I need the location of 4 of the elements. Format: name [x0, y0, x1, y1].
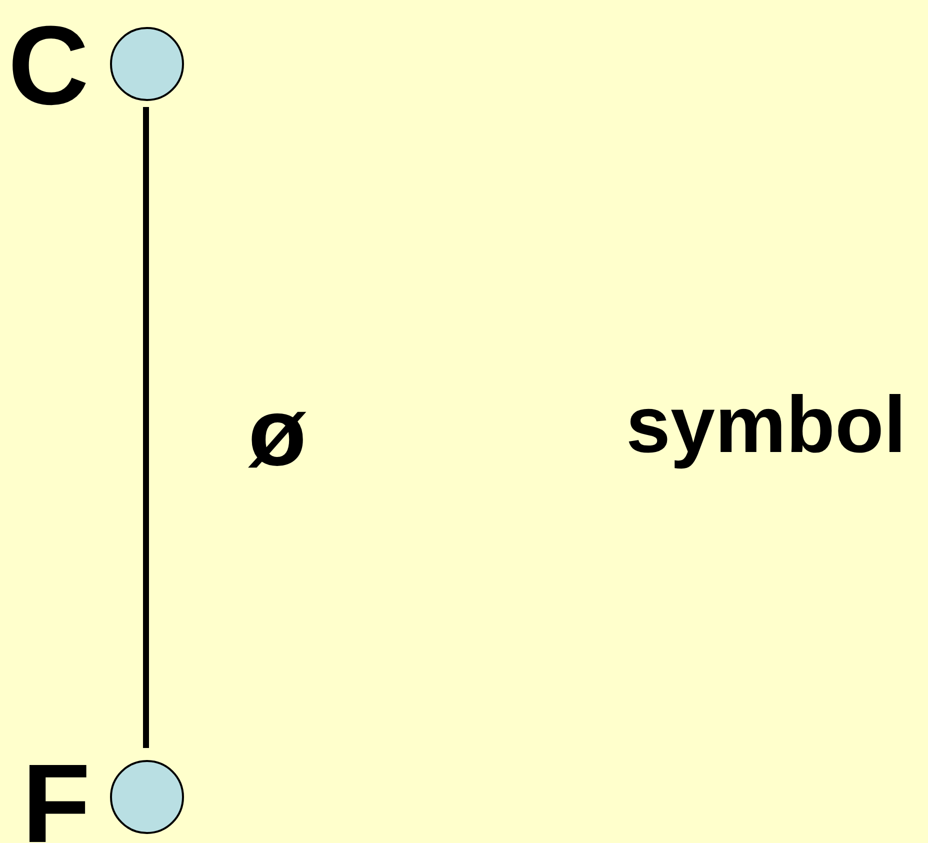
symbol-glyph: ø: [248, 385, 307, 481]
connector-line: [143, 107, 149, 748]
node-letter: F: [22, 748, 90, 843]
node-letter: C: [8, 10, 89, 122]
